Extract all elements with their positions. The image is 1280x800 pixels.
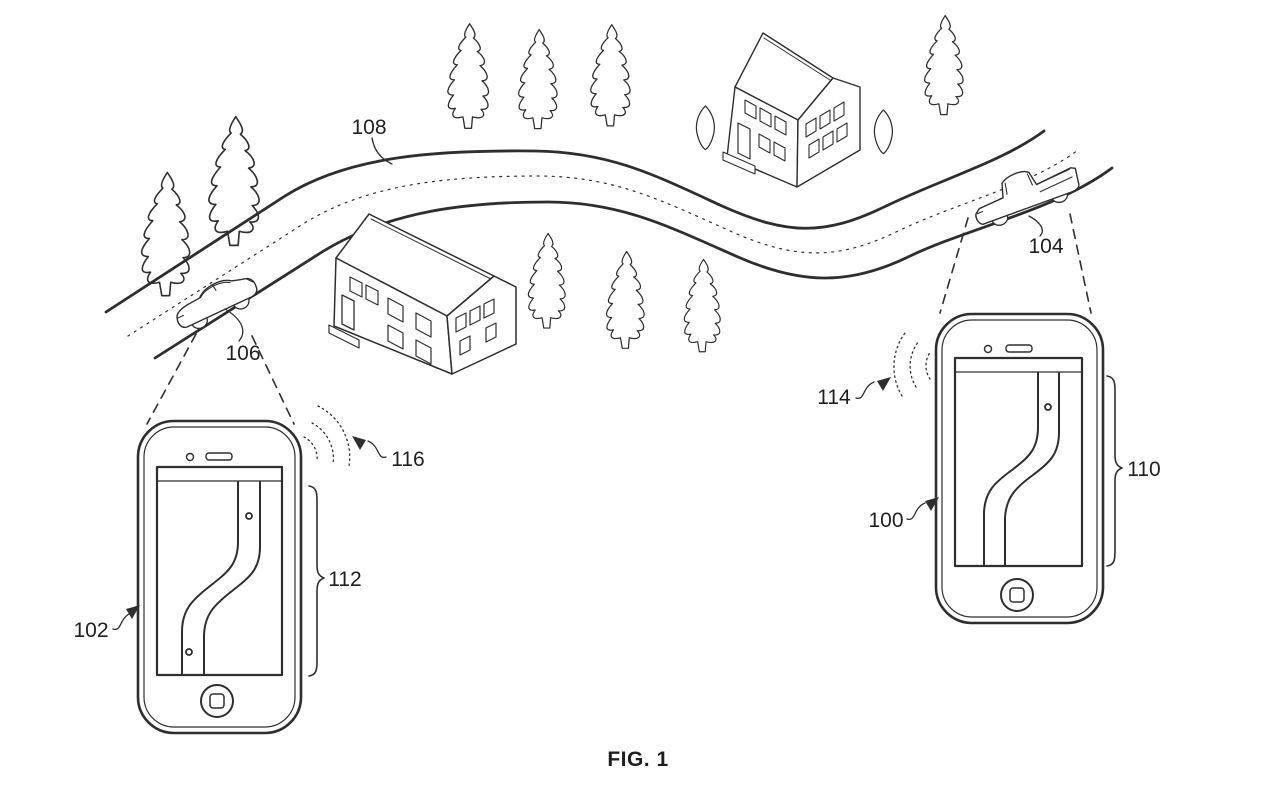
house-left-door [341, 294, 355, 331]
pine-tree [605, 250, 645, 349]
car-104-body [975, 167, 1080, 226]
pine-tree [527, 232, 566, 329]
house-right [722, 32, 861, 188]
phone-102-home-square-icon [209, 693, 225, 709]
pine-tree [208, 115, 260, 247]
label-100: 100 [868, 509, 903, 532]
phone-102-camera-icon [185, 452, 195, 462]
phone-102-route-left [181, 481, 239, 676]
projection-line-right-a [939, 217, 969, 314]
figure-caption: FIG. 1 [607, 748, 668, 771]
arrowhead-100 [925, 497, 939, 511]
phone-100-location-dot [1044, 403, 1052, 411]
house-left-windows [349, 276, 497, 365]
phone-100-inner-bezel [941, 319, 1098, 618]
phone-102-speaker-icon [205, 452, 233, 461]
phone-102-location-dot [245, 512, 253, 520]
phone-102-map [181, 481, 261, 676]
pine-tree [683, 258, 721, 353]
car-106-sedan [176, 277, 258, 330]
road-top-edge [104, 129, 1046, 314]
phone-100-route-left [983, 372, 1039, 566]
house-right-door [737, 122, 751, 160]
label-106: 106 [225, 342, 260, 365]
projection-lines [146, 213, 1092, 425]
pine-tree [447, 23, 490, 129]
arrowhead-102 [126, 605, 140, 619]
leader-104 [1028, 215, 1044, 237]
brace-110 [1106, 375, 1123, 567]
phone-100-speaker-icon [1005, 344, 1033, 353]
wireless-signal-116-icon [303, 405, 351, 467]
phone-100-camera-icon [983, 344, 993, 354]
leader-lines [112, 137, 1044, 631]
brace-112 [308, 485, 325, 677]
label-112: 112 [328, 568, 361, 591]
pine-tree [923, 14, 964, 116]
leader-100 [906, 502, 926, 521]
label-102: 102 [73, 619, 108, 642]
leader-102 [112, 612, 132, 631]
pine-tree [517, 28, 558, 130]
projection-line-left-b [251, 335, 295, 425]
phone-102-inner-bezel [143, 426, 296, 728]
label-108: 108 [351, 116, 386, 139]
phone-102-screen [155, 465, 284, 677]
phone-100-screen [953, 356, 1084, 568]
label-116: 116 [391, 448, 424, 471]
leader-106 [224, 308, 244, 342]
phone-100 [934, 312, 1105, 625]
road-centerline [127, 149, 1079, 337]
phone-102 [136, 419, 303, 735]
wireless-signal-114-icon [893, 332, 932, 397]
phone-102-route-right [203, 481, 261, 676]
road [104, 129, 1114, 360]
pine-tree [590, 24, 631, 127]
bush [873, 109, 893, 155]
leader-114 [855, 381, 875, 400]
house-right-steps [722, 151, 756, 175]
car-106-detail-lines [176, 278, 254, 319]
road-bottom-edge [153, 166, 1114, 360]
car-104-pickup [975, 167, 1080, 226]
house-left [328, 213, 517, 375]
bush [695, 105, 715, 151]
projection-line-right-b [1069, 213, 1092, 314]
phone-100-map [983, 372, 1060, 566]
leader-108 [371, 137, 393, 165]
label-110: 110 [1127, 458, 1160, 481]
house-right-windows [744, 99, 848, 162]
phone-102-location-dot [185, 648, 193, 656]
arrowhead-116 [352, 436, 366, 450]
phone-100-route-right [1004, 372, 1060, 566]
phone-100-home-square-icon [1009, 587, 1025, 603]
pine-trees [140, 14, 964, 353]
house-right-ridge-line [763, 37, 831, 81]
house-left-side-wall [446, 275, 517, 375]
phone-100-body [934, 312, 1105, 625]
label-104: 104 [1028, 235, 1063, 258]
leader-116 [367, 440, 387, 459]
projection-line-left-a [146, 333, 197, 425]
house-left-ridge-line [370, 218, 492, 280]
pine-tree [140, 171, 191, 297]
house-left-steps [328, 324, 360, 349]
label-114: 114 [817, 386, 851, 409]
phone-100-home-button [1000, 578, 1034, 612]
phone-102-home-button [200, 684, 234, 718]
car-104-detail-lines [975, 168, 1073, 215]
arrowhead-114 [877, 377, 891, 391]
